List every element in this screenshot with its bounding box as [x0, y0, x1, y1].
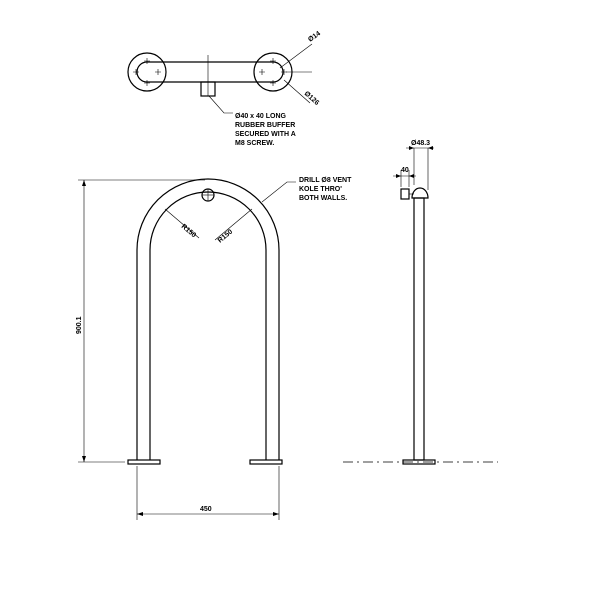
side-view: Ø48.3 40	[343, 140, 498, 465]
width-dim-label: 450	[200, 506, 212, 513]
buffer-dim-label: 40	[401, 167, 409, 174]
front-view: R150 R150 DRILL Ø8 VENT KOLE THRO' BOTH …	[76, 177, 352, 520]
plate-dim-leader	[283, 79, 311, 104]
hole-dim-leader	[279, 43, 313, 69]
buffer-note-line3: SECURED WITH A	[235, 131, 296, 138]
hole-dim-label: Ø14	[307, 30, 322, 43]
vent-note-line2: KOLE THRO'	[299, 186, 342, 193]
hoop-inner	[149, 191, 267, 460]
radius-left-leader	[164, 208, 200, 239]
buffer-note-line1: Ø40 x 40 LONG	[235, 113, 287, 120]
hoop-outer	[136, 178, 280, 460]
front-right-base-plate	[249, 459, 283, 465]
side-rubber-buffer	[400, 188, 410, 200]
tube-dim-label: Ø48.3	[411, 140, 430, 147]
left-plate-fixings	[133, 58, 161, 86]
top-view: Ø14 Ø126 Ø40 x 40 LONG RUBBER BUFFER SEC…	[127, 30, 322, 147]
buffer-leader	[208, 95, 233, 114]
buffer-note-line2: RUBBER BUFFER	[235, 122, 295, 129]
radius-right-label: R150	[217, 228, 234, 244]
radius-left-label: R150	[180, 223, 197, 239]
side-post-cap	[411, 187, 429, 199]
radius-right-leader	[214, 208, 253, 241]
vent-note-leader	[261, 181, 296, 203]
vent-note-line3: BOTH WALLS.	[299, 195, 347, 202]
left-base-plate	[127, 52, 167, 92]
side-post	[413, 197, 425, 461]
front-left-base-plate	[127, 459, 161, 465]
rail-tube-plan	[136, 61, 284, 83]
vent-note-line1: DRILL Ø8 VENT	[299, 177, 352, 184]
buffer-note-line4: M8 SCREW.	[235, 140, 274, 147]
height-dim-label: 900.1	[76, 316, 83, 334]
